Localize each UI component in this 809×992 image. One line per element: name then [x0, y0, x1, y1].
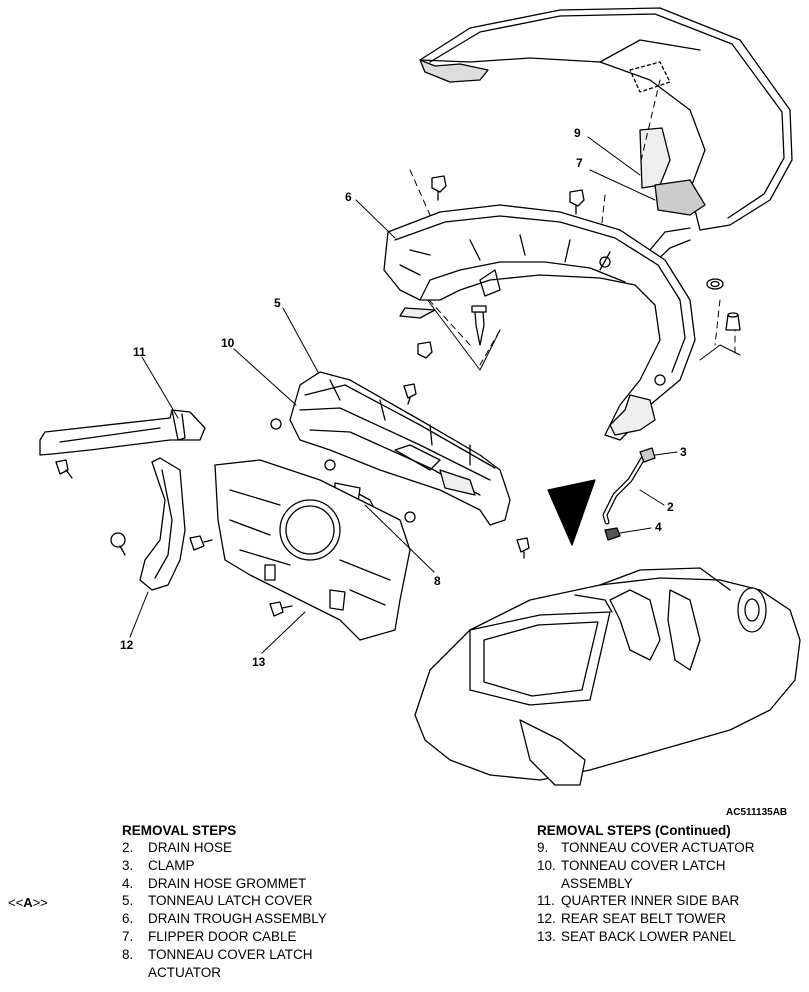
step-number: 8.: [122, 946, 134, 962]
marker-letter: A: [23, 895, 33, 910]
step-item: 8. TONNEAU COVER LATCH ACTUATOR: [122, 946, 382, 982]
step-item: 2. DRAIN HOSE: [122, 839, 382, 857]
step-item: 10. TONNEAU COVER LATCH ASSEMBLY: [537, 857, 807, 893]
step-number: 12.: [537, 911, 556, 927]
step-text: CLAMP: [148, 857, 195, 873]
callout-8: 8: [434, 574, 441, 588]
guide-lines-solid: [419, 289, 741, 371]
procedure-marker-a: <<A>>: [8, 895, 48, 910]
callout-2: 2: [667, 500, 674, 514]
drain-hose-drawing: [602, 447, 656, 541]
step-text: DRAIN HOSE GROMMET: [148, 875, 307, 891]
step-item: 13. SEAT BACK LOWER PANEL: [537, 928, 807, 946]
marker-open: <<: [8, 895, 24, 910]
step-number: 3.: [122, 857, 134, 873]
quarter-inner-side-bar-drawing: [39, 409, 206, 479]
step-number: 13.: [537, 928, 556, 944]
callout-5: 5: [274, 296, 281, 310]
step-number: 11.: [537, 893, 555, 909]
step-item: 3. CLAMP: [122, 857, 382, 875]
vehicle-outline-drawing: [414, 567, 801, 786]
step-item: 6. DRAIN TROUGH ASSEMBLY: [122, 910, 382, 928]
callout-13: 13: [252, 655, 266, 669]
step-item: 5. TONNEAU LATCH COVER: [122, 892, 382, 910]
tonneau-latch-cover-drawing: [289, 371, 511, 526]
step-number: 6.: [122, 911, 134, 927]
step-text: TONNEAU COVER ACTUATOR: [561, 840, 755, 855]
step-text: SEAT BACK LOWER PANEL: [561, 928, 736, 944]
step-number: 7.: [122, 928, 134, 944]
callout-7: 7: [576, 156, 583, 170]
callout-11: 11: [133, 345, 146, 359]
callout-12: 12: [120, 638, 134, 652]
step-text: DRAIN TROUGH ASSEMBLY: [148, 911, 327, 927]
step-text: TONNEAU COVER LATCH ACTUATOR: [148, 946, 313, 980]
rear-seat-belt-tower-drawing: [110, 457, 213, 591]
step-text: QUARTER INNER SIDE BAR: [561, 893, 740, 909]
step-number: 10.: [537, 857, 556, 873]
callout-3: 3: [680, 445, 687, 459]
step-item: 7. FLIPPER DOOR CABLE: [122, 928, 382, 946]
step-text: TONNEAU LATCH COVER: [148, 893, 313, 909]
exploded-parts-diagram: [39, 7, 801, 786]
removal-steps-continued-title: REMOVAL STEPS (Continued): [537, 823, 731, 838]
removal-steps-list: REMOVAL STEPS 2. DRAIN HOSE 3. CLAMP 4. DRA…: [122, 822, 382, 981]
step-item: 9. TONNEAU COVER ACTUATOR: [537, 839, 807, 857]
leader-lines: [129, 136, 678, 654]
callout-10: 10: [221, 336, 235, 350]
callout-4: 4: [655, 520, 662, 534]
removal-steps-title: REMOVAL STEPS: [122, 823, 237, 838]
step-text: FLIPPER DOOR CABLE: [148, 928, 297, 944]
figure-code: AC511135AB: [726, 807, 788, 818]
step-number: 5.: [122, 893, 134, 909]
step-number: 4.: [122, 875, 134, 891]
removal-steps-continued-list: REMOVAL STEPS (Continued) 9. TONNEAU COVE…: [537, 822, 807, 946]
seat-back-lower-panel-drawing: [214, 459, 411, 641]
drain-trough-drawing: [383, 204, 696, 441]
step-text: DRAIN HOSE: [148, 840, 233, 855]
step-number: 2.: [122, 840, 134, 855]
step-item: 11. QUARTER INNER SIDE BAR: [537, 892, 807, 910]
step-text: REAR SEAT BELT TOWER: [561, 911, 727, 927]
fastener-drawings: [417, 175, 741, 359]
callout-6: 6: [345, 190, 352, 204]
pointer-arrow: [547, 479, 596, 546]
step-item: 12. REAR SEAT BELT TOWER: [537, 910, 807, 928]
callout-9: 9: [574, 126, 581, 140]
step-item: 4. DRAIN HOSE GROMMET: [122, 875, 382, 893]
step-number: 9.: [537, 840, 549, 855]
screw-drawings: [270, 383, 530, 559]
step-text: TONNEAU COVER LATCH ASSEMBLY: [561, 857, 726, 891]
marker-close: >>: [32, 895, 48, 910]
